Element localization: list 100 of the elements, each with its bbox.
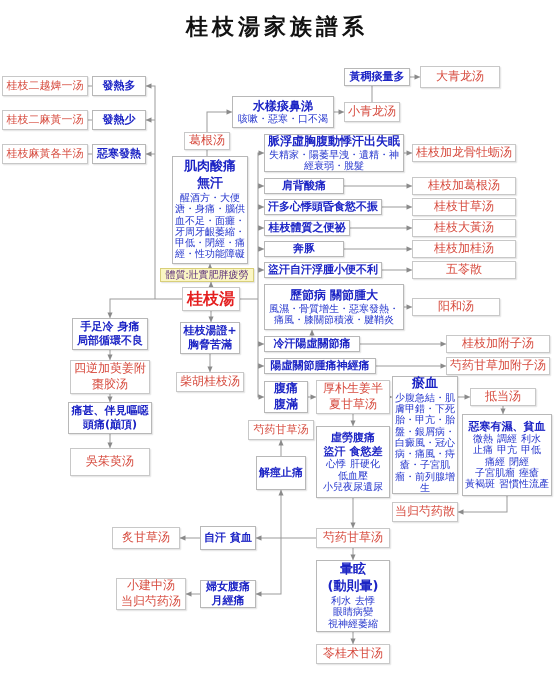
formula-box: [412, 219, 516, 237]
constitution-note: [160, 268, 254, 282]
connector-arrow: [382, 267, 412, 273]
symptom-box: [200, 526, 256, 550]
connector-arrow: [309, 330, 315, 336]
formula-box: [112, 527, 180, 549]
formula-box: [412, 177, 516, 195]
connector-arrow: [256, 538, 316, 597]
symptom-box: [264, 220, 350, 236]
symptom-text: 月經痛: [212, 594, 244, 608]
symptom-text: 腹痛: [274, 381, 298, 397]
symptom-box: [462, 414, 552, 496]
formula-name: 当归芍药汤: [121, 594, 181, 610]
symptom-text: 腹滿: [274, 397, 298, 413]
detail-text: 調經: [497, 434, 517, 445]
formula-box: [176, 372, 244, 392]
symptom-text: 黃稠痰量多: [350, 70, 404, 84]
detail-text: 甲低: [521, 445, 541, 456]
connector-arrow: [207, 354, 213, 372]
formula-name: 桂枝湯: [187, 288, 235, 310]
detail-text: 失精家・陽萎早洩・遺精・神經衰弱・脫髮: [268, 150, 400, 172]
formula-name: 抵当汤: [485, 389, 521, 405]
symptom-box: [232, 96, 334, 128]
connector-arrow: [376, 363, 446, 369]
detail-text: 小兒夜尿遺尿: [323, 482, 383, 494]
connector-arrow: [458, 496, 508, 515]
formula-box: [412, 240, 516, 258]
formula-name: 桂枝麻黃各半汤: [6, 146, 84, 162]
detail-text: 咳嗽・惡寒・口不渴: [238, 114, 328, 126]
formula-box: [420, 66, 500, 88]
symptom-box: [316, 560, 390, 632]
symptom-text: 水樣痰鼻涕: [253, 98, 313, 114]
symptom-text: 惡寒發熱: [97, 146, 141, 162]
symptom-text: 肌肉酸痛: [184, 159, 236, 176]
connector-arrow: [278, 440, 284, 456]
formula-name: 四逆加萸姜附棗胶汤: [73, 361, 147, 393]
root-formula-box: [182, 287, 240, 311]
formula-name: 柴胡桂枝汤: [180, 374, 240, 390]
symptom-box: [264, 178, 344, 194]
detail-text: 甲亢: [497, 445, 517, 456]
symptom-text: 解痙止痛: [259, 466, 303, 480]
formula-name: 桂枝甘草汤: [434, 199, 494, 215]
symptom-text: 惡寒有濕、貧血: [468, 420, 546, 434]
formula-name: 芍药甘草汤: [323, 530, 383, 546]
symptom-text: 局部循環不良: [77, 334, 143, 348]
symptom-text: 肩背酸痛: [282, 178, 326, 194]
formula-name: 桂枝大黃汤: [434, 220, 494, 236]
symptom-box: [316, 426, 390, 498]
symptom-box: [92, 110, 146, 130]
symptom-text: (動則暈): [328, 579, 378, 596]
symptom-text: 婦女腹痛: [206, 580, 250, 594]
detail-text: 低血壓: [338, 470, 368, 482]
symptom-text: 虛勞腹痛: [331, 430, 375, 446]
note-text: 體質:壯實肥胖疲勞: [165, 268, 249, 282]
formula-box: [316, 644, 390, 664]
formula-box: [2, 144, 88, 164]
formula-box: [344, 102, 400, 122]
formula-box: [412, 144, 516, 162]
connector-arrow: [382, 204, 412, 210]
detail-text: 去悸: [355, 596, 375, 607]
detail-text: 黃褐斑: [465, 479, 495, 490]
formula-name: 桂枝加葛根汤: [428, 178, 500, 194]
symptom-text: 汗多心悸頭昏食慾不振: [268, 200, 378, 214]
symptom-box: [256, 456, 306, 490]
symptom-box: [264, 381, 308, 413]
formula-name: 小青龙汤: [348, 104, 396, 120]
formula-name: 桂枝二麻黃一汤: [6, 112, 84, 128]
detail-text: 肝硬化: [350, 459, 380, 471]
connector-arrow: [350, 414, 356, 426]
symptom-text: 頭痛(巔頂): [82, 418, 138, 432]
detail-text: 少腹急結・肌膚甲錯・下死胎・甲亢・胎盤・銀屑病・白癜風・冠心病・痛風・痔瘡・子宮肌瘤・前列腺增生: [395, 392, 455, 494]
formula-box: [446, 357, 550, 375]
symptom-box: [264, 134, 404, 172]
detail-text: 風濕・骨質增生・惡寒發熱・痛風・膝關節積液・腱鞘炎: [268, 304, 400, 326]
formula-name: 桂枝加龙骨牡蛎汤: [416, 145, 512, 161]
connector-arrow: [350, 548, 356, 560]
connector-arrow: [350, 225, 412, 231]
connector-arrow: [458, 394, 470, 400]
formula-name: 大青龙汤: [436, 69, 484, 85]
symptom-box: [392, 376, 458, 494]
formula-box: [470, 388, 536, 406]
connector-arrow: [107, 350, 113, 360]
connector-arrow: [350, 498, 356, 528]
detail-text: 醒酒方・大便溏・身痛・腦供血不足・面癱・牙周牙齦萎縮・甲低・閉經・痛經・性功能障礙: [175, 193, 245, 261]
formula-box: [412, 261, 516, 279]
formula-box: [70, 448, 150, 476]
symptom-text: 胸脅苦滿: [188, 338, 232, 352]
formula-box: [2, 76, 88, 96]
connector-arrow: [344, 246, 412, 252]
connector-arrow: [107, 394, 113, 402]
detail-text: 子宮肌瘤: [475, 468, 515, 479]
formula-name: 芍药甘草加附子汤: [450, 358, 546, 374]
symptom-text: 桂枝體質之便祕: [268, 220, 346, 236]
detail-text: 利水: [521, 434, 541, 445]
symptom-box: [264, 241, 344, 257]
connector-arrow: [500, 406, 506, 414]
formula-name: 五苓散: [446, 262, 482, 278]
formula-name: 桂枝加桂汤: [434, 241, 494, 257]
formula-name: 葛根汤: [189, 133, 225, 149]
formula-name: 炙甘草汤: [122, 530, 170, 546]
